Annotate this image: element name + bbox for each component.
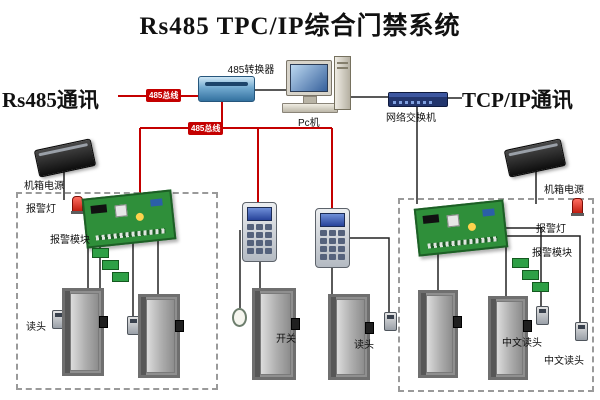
- right-controller-zone: [398, 198, 594, 392]
- diagram-title: Rs485 TPC/IP综合门禁系统: [139, 13, 461, 40]
- rs485-comm-label: Rs485通讯: [2, 88, 99, 112]
- pc-tower: [334, 56, 351, 110]
- alarm-module-left-label: 报警模块: [50, 235, 90, 246]
- 485-converter-device: [198, 76, 255, 102]
- alarm-modules-left: [92, 246, 129, 282]
- reader-center-icon: [384, 312, 397, 331]
- pc-label: Pc机: [298, 118, 320, 129]
- alarm-light-right-label: 报警灯: [536, 224, 566, 235]
- power-right-label: 机箱电源: [544, 185, 584, 196]
- bus-label-1: 485总线: [146, 89, 182, 102]
- tcpip-comm-label: TCP/IP通讯: [462, 88, 573, 112]
- reader-right-2-icon: [575, 322, 588, 341]
- alarm-module-right-label: 报警模块: [532, 248, 572, 259]
- reader-right-2-label: 中文读头: [544, 356, 584, 367]
- keypad-2-screen: [320, 213, 345, 227]
- network-switch-device: [388, 92, 448, 107]
- pc-screen: [290, 64, 328, 92]
- bus-label-2: 485总线: [188, 122, 224, 135]
- reader-left-1-label: 读头: [26, 322, 46, 333]
- controller-board-left: [81, 189, 177, 249]
- keypad-terminal-1: [242, 202, 277, 262]
- door-2-lock: [175, 320, 184, 332]
- door-5: [418, 290, 458, 378]
- keypad-1-keys: [247, 224, 272, 254]
- pc-keyboard: [282, 103, 338, 113]
- door-3: [252, 288, 296, 380]
- power-left-label: 机箱电源: [24, 181, 64, 192]
- door-6-lock: [523, 320, 532, 332]
- reader-center-label: 读头: [354, 340, 374, 351]
- door-3-lock: [291, 318, 300, 330]
- door-4-lock: [365, 322, 374, 334]
- alarm-modules-right: [512, 256, 549, 292]
- alarm-light-left-label: 报警灯: [26, 204, 56, 215]
- door-1: [62, 288, 104, 376]
- door-5-lock: [453, 316, 462, 328]
- reader-right-1-icon: [536, 306, 549, 325]
- keypad-1-screen: [247, 207, 272, 221]
- converter-label: 485转换器: [227, 65, 275, 76]
- alarm-light-right-icon: [571, 198, 584, 216]
- door-4: [328, 294, 370, 380]
- network-switch-label: 网络交换机: [386, 113, 436, 124]
- keypad-terminal-2: [315, 208, 350, 268]
- exit-switch-icon: [232, 308, 247, 327]
- keypad-2-keys: [320, 230, 345, 260]
- door-1-lock: [99, 316, 108, 328]
- left-controller-zone: [16, 192, 218, 390]
- door-6: [488, 296, 528, 380]
- controller-board-right: [413, 199, 509, 257]
- pc-monitor: [286, 60, 332, 96]
- reader-right-1-label: 中文读头: [502, 338, 542, 349]
- exit-switch-label: 开关: [276, 334, 296, 345]
- door-2: [138, 294, 180, 378]
